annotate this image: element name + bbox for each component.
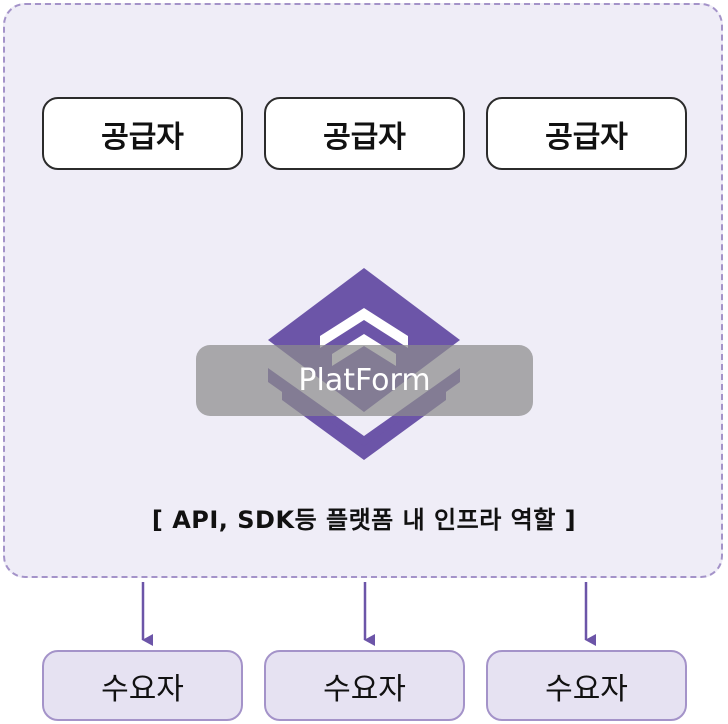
- supplier-label: 공급자: [101, 119, 184, 155]
- supplier-box-3: 공급자: [486, 97, 687, 170]
- consumer-label: 수요자: [545, 671, 628, 707]
- connector-arrows: [141, 582, 596, 646]
- supplier-box-2: 공급자: [264, 97, 465, 170]
- platform-label: PlatForm: [196, 345, 533, 416]
- consumer-label: 수요자: [323, 671, 406, 707]
- platform-name: PlatForm: [298, 363, 431, 398]
- platform-caption: [ API, SDK등 플랫폼 내 인프라 역할 ]: [151, 506, 577, 534]
- consumer-box-1: 수요자: [42, 650, 243, 721]
- supplier-box-1: 공급자: [42, 97, 243, 170]
- supplier-label: 공급자: [545, 119, 628, 155]
- consumer-label: 수요자: [101, 671, 184, 707]
- logo-chevron-1: [320, 308, 408, 348]
- consumer-box-3: 수요자: [486, 650, 687, 721]
- supplier-label: 공급자: [323, 119, 406, 155]
- consumer-box-2: 수요자: [264, 650, 465, 721]
